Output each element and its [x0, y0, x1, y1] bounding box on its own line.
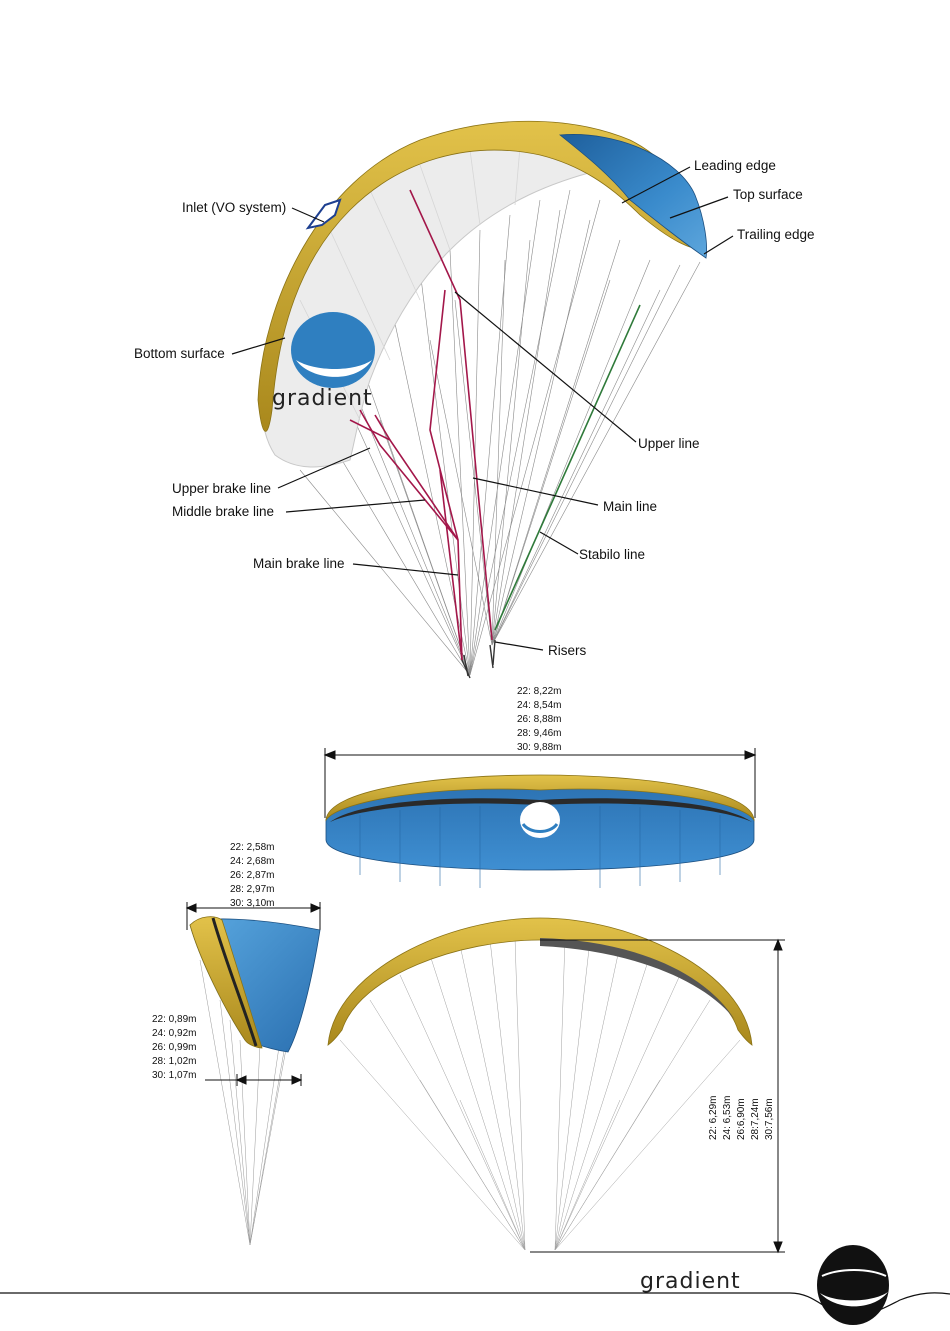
side-view-glider: [189, 916, 321, 1053]
leading-edge-band: [257, 120, 707, 432]
side-width-dimension-block: 22: 2,58m 24: 2,68m 26: 2,87m 28: 2,97m …: [230, 842, 274, 909]
side-dim-30: 30: 3,10m: [230, 898, 274, 909]
suspension-lines: [299, 189, 701, 676]
side-dim-28: 28: 2,97m: [230, 884, 274, 895]
rear-view-lines: [339, 937, 741, 1251]
span-dim-26: 26: 8,88m: [517, 714, 561, 725]
main-glider-illustration: gradient: [257, 120, 707, 679]
risers: [461, 639, 496, 679]
span-dim-30: 30: 9,88m: [517, 742, 561, 753]
span-dim-28: 28: 9,46m: [517, 728, 561, 739]
riser-width-dimension-block: 22: 0,89m 24: 0,92m 26: 0,99m 28: 1,02m …: [152, 1014, 196, 1081]
height-dimension-line: [530, 938, 785, 1254]
label-top-surface: Top surface: [733, 187, 803, 202]
footer-logo-icon: [817, 1245, 889, 1325]
label-bottom-surface: Bottom surface: [134, 346, 225, 361]
label-leading-edge: Leading edge: [694, 158, 776, 173]
canopy-brand-text: gradient: [272, 386, 373, 411]
label-main-brake-line: Main brake line: [253, 556, 345, 571]
height-dim-22: 22: 6,29m: [708, 1096, 719, 1140]
span-dim-22: 22: 8,22m: [517, 686, 561, 697]
footer-rule: [0, 1292, 950, 1317]
side-dim-26: 26: 2,87m: [230, 870, 274, 881]
height-dim-24: 24: 6,53m: [722, 1096, 733, 1140]
label-trailing-edge: Trailing edge: [737, 227, 815, 242]
riser-dim-22: 22: 0,89m: [152, 1014, 196, 1025]
height-dimension-block: 22: 6,29m 24: 6,53m 26:6,90m 28:7,24m 30…: [708, 1096, 775, 1140]
riser-dim-28: 28: 1,02m: [152, 1056, 196, 1067]
leader-lines: [231, 166, 734, 651]
front-view-glider: [325, 774, 755, 888]
side-view-lines: [199, 959, 301, 1246]
label-inlet: Inlet (VO system): [182, 200, 286, 215]
height-dim-30: 30:7,56m: [764, 1098, 775, 1140]
label-stabilo-line: Stabilo line: [579, 547, 645, 562]
riser-width-dimension-line: [205, 1074, 303, 1086]
span-dimension-block: 22: 8,22m 24: 8,54m 26: 8,88m 28: 9,46m …: [517, 686, 561, 753]
footer: gradient: [0, 1245, 950, 1325]
side-width-dimension-line: [185, 902, 322, 930]
label-main-line: Main line: [603, 499, 657, 514]
height-dim-28: 28:7,24m: [750, 1098, 761, 1140]
height-dim-26: 26:6,90m: [736, 1098, 747, 1140]
span-dimension-line: [323, 748, 757, 818]
side-dim-22: 22: 2,58m: [230, 842, 274, 853]
side-dim-24: 24: 2,68m: [230, 856, 274, 867]
label-middle-brake-line: Middle brake line: [172, 504, 274, 519]
rear-view-glider: [327, 917, 753, 1046]
top-surface: [558, 134, 707, 259]
riser-dim-24: 24: 0,92m: [152, 1028, 196, 1039]
riser-dim-30: 30: 1,07m: [152, 1070, 196, 1081]
brake-lines: [349, 189, 493, 661]
label-upper-brake-line: Upper brake line: [172, 481, 271, 496]
label-risers: Risers: [548, 643, 587, 658]
footer-brand-text: gradient: [640, 1269, 741, 1294]
stabilo-line: [494, 304, 641, 631]
span-dim-24: 24: 8,54m: [517, 700, 561, 711]
inlet-vo-icon: [305, 198, 342, 230]
label-upper-line: Upper line: [638, 436, 700, 451]
gradient-logo-canopy: [291, 312, 375, 388]
riser-dim-26: 26: 0,99m: [152, 1042, 196, 1053]
